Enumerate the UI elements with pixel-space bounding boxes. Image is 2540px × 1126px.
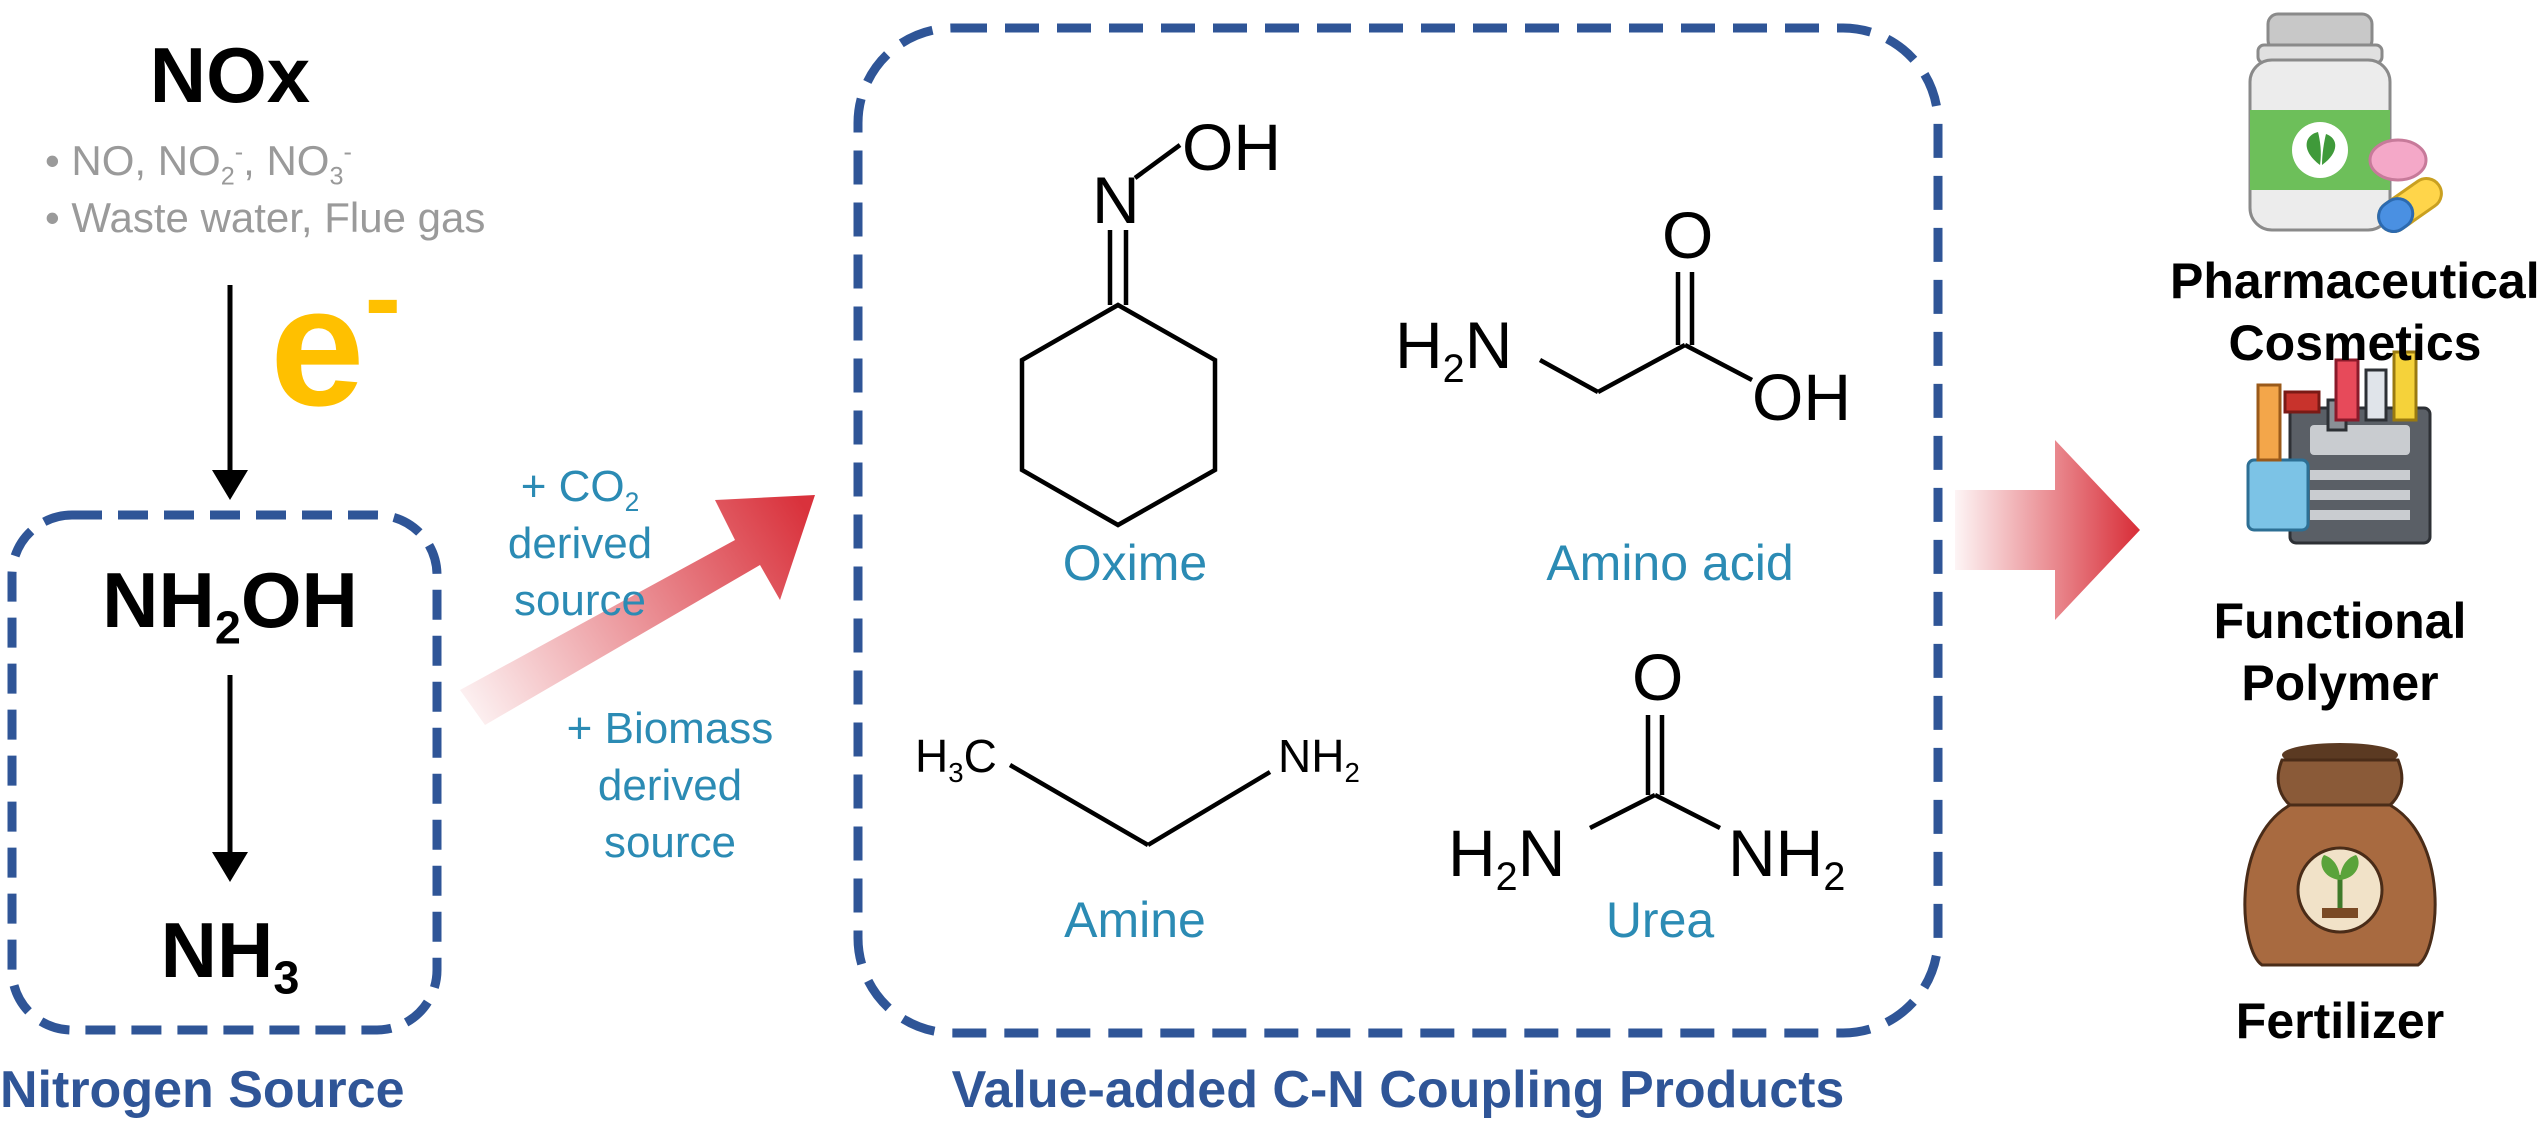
- nox-title: NOx: [149, 31, 311, 119]
- oxime-label: Oxime: [1062, 535, 1208, 591]
- urea-atom-nh2: NH2: [1728, 816, 1846, 900]
- nitrogen-source-box: [7, 510, 442, 1035]
- amino-acid-atom-h2n: H2N: [1395, 308, 1513, 392]
- oxime-atom-oh: OH: [1182, 110, 1281, 184]
- amine-atom-nh2: NH2: [1278, 730, 1360, 789]
- biomass-source-note: + Biomass derived source: [566, 704, 774, 867]
- reduction-arrow: [212, 285, 248, 500]
- ammonia-label: NH3: [160, 906, 300, 1004]
- urea-structure: [1588, 715, 1722, 831]
- functional-polymer-label: Functional Polymer: [2213, 593, 2467, 711]
- pill-bottle-icon: [2248, 12, 2443, 233]
- oxime-structure: [1019, 143, 1218, 528]
- fertilizer-bag-icon: [2243, 743, 2437, 967]
- amino-acid-structure: [1538, 272, 1754, 394]
- nitrogen-source-caption: Nitrogen Source: [0, 1061, 405, 1119]
- products-caption: Value-added C-N Coupling Products: [951, 1061, 1845, 1119]
- fertilizer-label: Fertilizer: [2235, 993, 2445, 1049]
- amine-atom-h3c: H3C: [915, 730, 997, 789]
- coupling-arrow: [460, 495, 815, 725]
- application-arrow: [1955, 440, 2140, 620]
- urea-atom-o: O: [1632, 640, 1684, 714]
- nox-sources-note: • Waste water, Flue gas: [45, 194, 486, 241]
- products-box: [853, 23, 1943, 1038]
- amino-acid-atom-o: O: [1662, 198, 1714, 272]
- electron-symbol: e-: [270, 236, 402, 442]
- co2-source-note: + CO2 derived source: [507, 462, 653, 625]
- urea-label: Urea: [1605, 892, 1715, 948]
- nox-forms-note: • NO, NO2-, NO3-: [45, 137, 352, 191]
- oxime-atom-n: N: [1092, 163, 1140, 237]
- amino-acid-atom-oh: OH: [1752, 360, 1851, 434]
- hydroxylamine-label: NH2OH: [102, 556, 358, 654]
- amine-structure: [1008, 763, 1272, 847]
- factory-icon: [2246, 350, 2432, 545]
- amino-acid-label: Amino acid: [1546, 535, 1794, 591]
- nh2oh-to-nh3-arrow: [212, 675, 248, 882]
- amine-label: Amine: [1064, 892, 1206, 948]
- urea-atom-h2n: H2N: [1448, 816, 1566, 900]
- pharma-cosmetics-label: Pharmaceutical/ Cosmetics: [2170, 253, 2540, 371]
